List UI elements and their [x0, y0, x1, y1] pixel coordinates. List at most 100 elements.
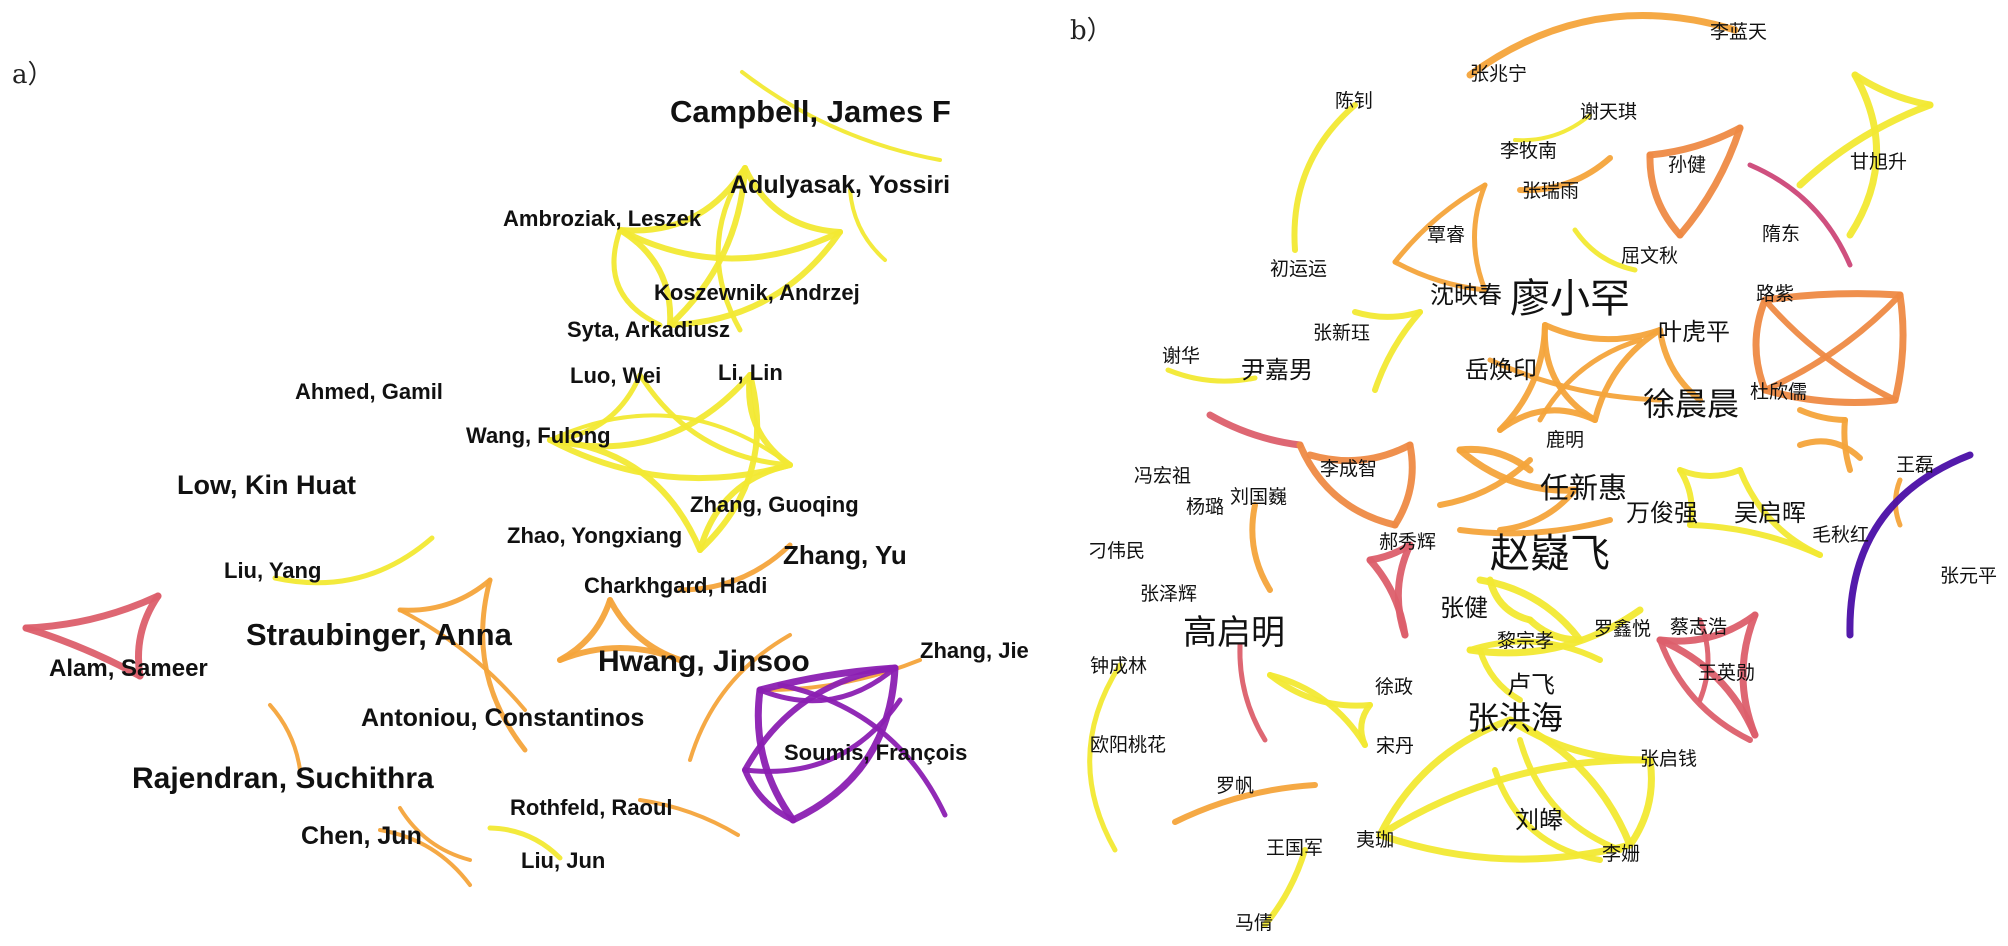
author-node-quwenqiu: 屈文秋 [1621, 245, 1678, 267]
panel-a-labels: Campbell, James F Adulyasak, YossiriAmbro… [49, 94, 1029, 873]
panel-b-edge [1358, 702, 1373, 748]
author-node-gaoqiming: 高启明 [1183, 613, 1285, 653]
panel-b-edge [1306, 441, 1414, 465]
panel-b-edge [1761, 386, 1899, 406]
panel-b-edge [1657, 327, 1703, 403]
panel-a-edge [637, 372, 793, 468]
author-node-xuchenchen: 徐晨晨 [1643, 385, 1739, 423]
author-node-xuzheng: 徐政 [1375, 676, 1413, 698]
author-node-lufei: 卢飞 [1507, 671, 1555, 699]
panel-a-edge [397, 577, 493, 613]
panel-a-edge [487, 825, 563, 861]
panel-a-edge [848, 188, 887, 262]
author-node-duxinru: 杜欣儒 [1750, 381, 1807, 403]
author-node-lizongxiao: 黎宗孝 [1497, 630, 1554, 652]
author-node-zhangyuanping: 张元平 [1940, 565, 1997, 587]
author-node-xietianqi: 谢天琪 [1580, 101, 1637, 123]
panel-b-edge [1492, 767, 1603, 863]
panel-a-edge [742, 697, 903, 774]
author-node-maoqiuhong: 毛秋红 [1812, 524, 1869, 546]
panel-b-edge [1626, 756, 1655, 849]
panel-a-edge [667, 165, 748, 328]
panel-b-edge [1697, 617, 1711, 703]
panel-b-edge [1206, 411, 1304, 449]
author-node-lishan: 李姗 [1602, 843, 1640, 865]
panel-b-edge [1513, 113, 1592, 143]
panel-a-edge [688, 633, 792, 762]
panel-b-edge [1087, 662, 1123, 853]
author-node-ambroziak: Ambroziak, Leszek [503, 206, 702, 231]
author-node-adulyasak: Adulyasak, Yossiri [730, 171, 950, 199]
author-node-lichengzhi: 李成智 [1320, 458, 1377, 480]
panel-a-edge [715, 165, 748, 333]
panel-b-edge [1467, 638, 1603, 663]
panel-b-edge [1646, 151, 1684, 239]
panel-b-edge [1477, 647, 1523, 703]
panel-a-edge [398, 608, 527, 712]
panel-b-edge [1846, 451, 1974, 639]
panel-b-edge [1762, 292, 1903, 393]
author-node-wangguojun: 王国军 [1266, 837, 1323, 859]
panel-b-edge [1352, 309, 1423, 320]
panel-a-edge [607, 597, 683, 663]
panel-b-edge [1267, 672, 1373, 709]
author-node-yinjianan: 尹嘉男 [1241, 356, 1313, 384]
author-node-diaoweimin: 刁伟民 [1088, 540, 1145, 562]
author-node-zhangguoqing: Zhang, Guoqing [690, 492, 859, 517]
panel-b-edge [1797, 438, 1863, 461]
panel-b-edge [1437, 457, 1533, 508]
author-node-lowkin: Low, Kin Huat [177, 470, 356, 500]
author-node-straubinger: Straubinger, Anna [246, 617, 513, 652]
author-node-ganxusheng: 甘旭升 [1850, 151, 1907, 173]
panel-a-edge [697, 462, 793, 553]
panel-a-edge [697, 372, 761, 553]
panel-b-edge [1542, 322, 1663, 343]
author-node-syta: Syta, Arkadiusz [567, 317, 730, 342]
panel-a-edge [789, 664, 899, 824]
author-node-lilantian: 李蓝天 [1710, 21, 1767, 43]
author-node-lilin: Li, Lin [718, 360, 783, 385]
author-node-yanglu: 杨璐 [1186, 496, 1224, 518]
author-node-chuyunyun: 初运运 [1270, 258, 1327, 280]
author-node-campbell: Campbell, James F [670, 94, 951, 129]
panel-b-edge [1391, 441, 1416, 529]
author-node-renxinhui: 任新惠 [1540, 471, 1627, 505]
panel-b-edge [1656, 611, 1759, 645]
panel-b-edge [1457, 517, 1613, 537]
author-node-tandong: 隋东 [1762, 223, 1800, 245]
panel-b-edge [1456, 446, 1579, 494]
panel-b-edge [1796, 101, 1934, 189]
panel-b-edge [1291, 102, 1358, 253]
panel-a-edge [378, 828, 472, 887]
author-node-songdan: 宋丹 [1376, 735, 1414, 757]
author-node-zhangyu: Zhang, Yu [783, 540, 907, 570]
panel-a-edge [272, 535, 435, 586]
panel-b-edge [1592, 327, 1663, 423]
author-node-chenzhao: 陈钊 [1335, 90, 1373, 112]
panel-b-edge [1797, 407, 1848, 423]
author-node-wanjunqiang: 万俊强 [1626, 499, 1698, 527]
panel-b-edge [1392, 259, 1488, 293]
panel-b-edge [1677, 467, 1743, 479]
author-node-alam: Alam, Sameer [49, 655, 208, 682]
panel-b-edge [1376, 716, 1514, 839]
author-node-ahmed: Ahmed, Gamil [295, 379, 443, 404]
panel-b-edge [1476, 576, 1584, 644]
author-node-liugao: 刘皞 [1515, 806, 1563, 834]
author-node-charkhgard: Charkhgard, Hadi [584, 573, 767, 598]
panel-a-edge [617, 227, 674, 328]
author-node-liaoxiaohan: 廖小罕 [1510, 276, 1630, 322]
panel-a-label: a） [12, 60, 54, 90]
panel-b-edge [1497, 487, 1578, 533]
author-node-ouyangtaohua: 欧阳桃花 [1090, 734, 1166, 756]
panel-b-edge [1739, 611, 1759, 739]
panel-a-edge [22, 624, 144, 680]
panel-b-edge [1392, 182, 1488, 265]
author-node-yehuping: 叶虎平 [1658, 318, 1730, 346]
author-node-wangyingxun: 王英勋 [1698, 662, 1755, 684]
panel-b-edge [1677, 467, 1695, 528]
author-node-zhangzhaoning: 张兆宁 [1470, 63, 1527, 85]
panel-b-edge [1676, 124, 1744, 239]
author-node-zhaoyong: Zhao, Yongxiang [507, 523, 682, 548]
